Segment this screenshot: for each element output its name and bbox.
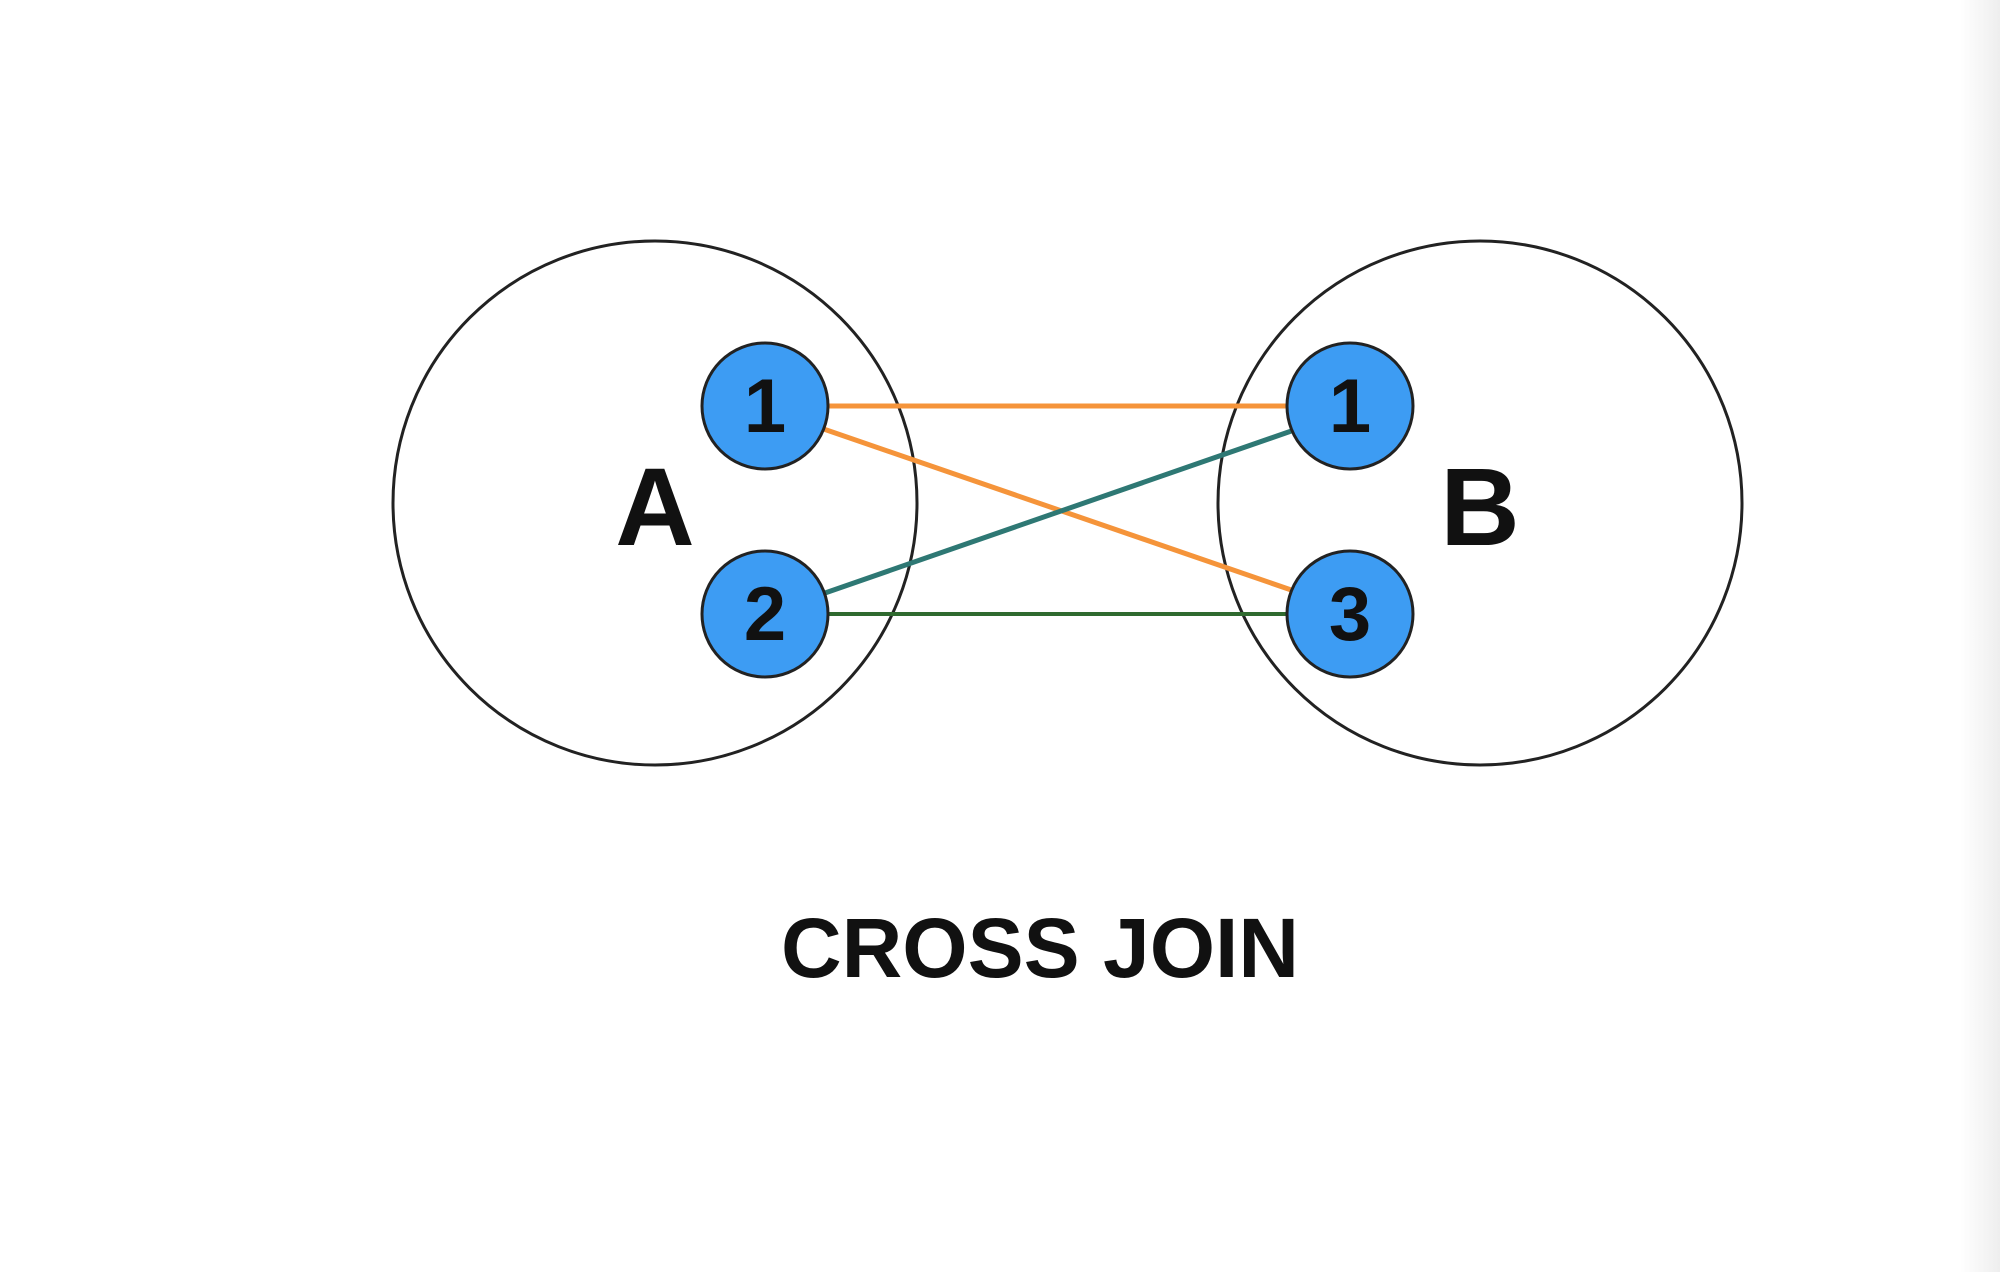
node-b-3-label: 3	[1329, 572, 1371, 657]
set-b-label: B	[1440, 446, 1519, 569]
set-a-label: A	[615, 446, 694, 569]
link-a1-b3	[809, 422, 1303, 596]
diagram-caption: CROSS JOIN	[781, 901, 1299, 995]
edge-shadow	[1960, 0, 2000, 1272]
link-a2-b1	[822, 425, 1303, 596]
node-a-2-label: 2	[744, 572, 786, 657]
set-b-circle	[1216, 239, 1744, 767]
node-b-1	[1285, 341, 1415, 471]
node-b-1-label: 1	[1329, 364, 1371, 449]
node-a-1-label: 1	[744, 364, 786, 449]
node-b-3	[1285, 549, 1415, 679]
set-a-circle	[391, 239, 919, 767]
node-a-1	[700, 341, 830, 471]
node-a-2	[700, 549, 830, 679]
